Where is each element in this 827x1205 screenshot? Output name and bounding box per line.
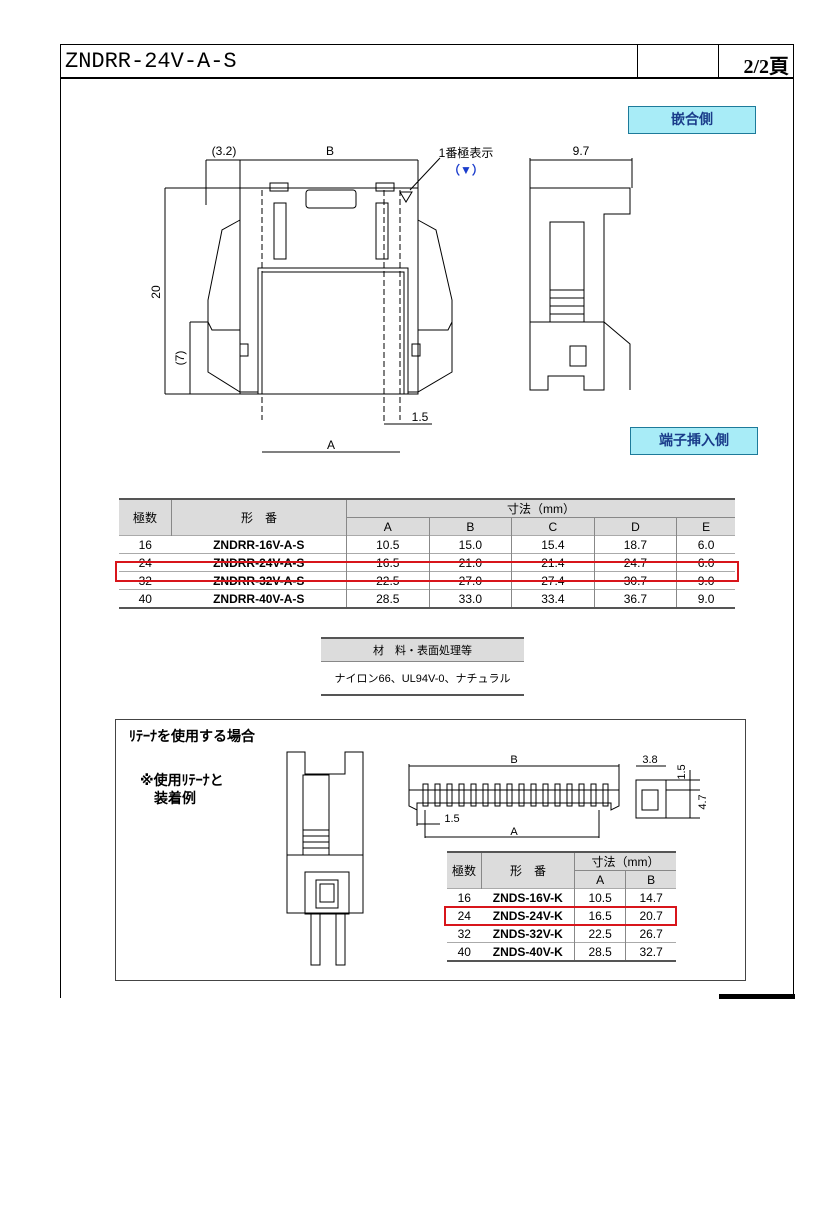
dim-b-label: B xyxy=(326,144,334,158)
model-cell: ZNDRR-40V-A-S xyxy=(171,589,347,608)
col-poles-header: 極数 xyxy=(119,499,172,536)
model-cell: ZNDS-32V-K xyxy=(481,924,575,943)
page-number: 2/2頁 xyxy=(743,56,789,78)
model-cell: ZNDRR-16V-A-S xyxy=(171,535,347,554)
dim-a-cell: 10.5 xyxy=(346,535,430,554)
poles-cell: 32 xyxy=(447,924,482,943)
retainer-col-model: 形 番 xyxy=(481,852,575,889)
retainer-dim-b: B xyxy=(510,754,517,766)
col-e-header: E xyxy=(676,517,735,536)
poles-cell: 16 xyxy=(447,888,482,907)
dim-e-cell: 6.0 xyxy=(676,535,735,554)
material-header: 材 料・表面処理等 xyxy=(321,637,524,662)
title-block: ZNDRR-24V-A-S 2/2頁 xyxy=(60,44,794,78)
footer-bar xyxy=(719,994,795,999)
dim-9-7-label: 9.7 xyxy=(573,144,590,158)
dim-d-cell: 36.7 xyxy=(593,589,677,608)
retainer-col-poles: 極数 xyxy=(447,852,482,889)
poles-cell: 40 xyxy=(447,942,482,961)
dim-1-5-label: 1.5 xyxy=(412,410,429,424)
dim-b-cell: 32.7 xyxy=(625,942,676,961)
dim-b-cell: 33.0 xyxy=(428,589,512,608)
dim-7-label: (7) xyxy=(173,351,187,366)
model-cell: ZNDS-40V-K xyxy=(481,942,575,961)
row-highlight-box xyxy=(115,561,739,582)
col-b-header: B xyxy=(428,517,512,536)
material-table: 材 料・表面処理等 ナイロン66、UL94V-0、ナチュラル xyxy=(321,637,524,696)
dim-b-cell: 14.7 xyxy=(625,888,676,907)
dim-20-label: 20 xyxy=(149,285,163,299)
dimension-table: 極数 形 番 寸法（mm） A B C D E 16 ZNDRR-16V-A-S… xyxy=(119,498,735,609)
retainer-dim-a: A xyxy=(510,826,518,838)
mating-side-label: 嵌合側 xyxy=(628,106,756,134)
retainer-row-highlight-box xyxy=(444,906,677,926)
col-a-header: A xyxy=(346,517,430,536)
col-d-header: D xyxy=(593,517,677,536)
col-model-header: 形 番 xyxy=(171,499,347,536)
table-row: 40 ZNDS-40V-K 28.5 32.7 xyxy=(447,942,676,961)
retainer-col-a: A xyxy=(573,870,626,889)
title-block-blank-cell xyxy=(637,45,718,77)
poles-cell: 40 xyxy=(119,589,172,608)
terminal-side-label: 端子挿入側 xyxy=(630,427,758,455)
part-number-title: ZNDRR-24V-A-S xyxy=(65,49,237,74)
poles-cell: 16 xyxy=(119,535,172,554)
retainer-title: ﾘﾃｰﾅを使用する場合 xyxy=(129,728,255,744)
dim-a-cell: 28.5 xyxy=(346,589,430,608)
title-block-page-cell xyxy=(718,45,795,77)
retainer-dim-1-5: 1.5 xyxy=(444,813,459,825)
page-frame xyxy=(60,44,794,998)
dim-a-cell: 22.5 xyxy=(573,924,626,943)
retainer-table: 極数 形 番 寸法（mm） A B 16 ZNDS-16V-K 10.5 14.… xyxy=(447,851,676,962)
table-row: 32 ZNDS-32V-K 22.5 26.7 xyxy=(447,924,676,943)
retainer-col-dims: 寸法（mm） xyxy=(574,852,676,871)
pin1-symbol-label: （▼） xyxy=(448,162,484,177)
retainer-drawing: B 3.8 1.5 4.7 1.5 A xyxy=(286,751,709,966)
material-value: ナイロン66、UL94V-0、ナチュラル xyxy=(321,661,524,696)
dim-b-cell: 26.7 xyxy=(625,924,676,943)
retainer-section xyxy=(115,719,746,981)
table-row: 40 ZNDRR-40V-A-S 28.5 33.0 33.4 36.7 9.0 xyxy=(119,589,735,608)
dim-b-cell: 15.0 xyxy=(428,535,512,554)
connector-drawing: (3.2) B 1番極表示 （▼） 9.7 20 (7) 1.5 A xyxy=(149,144,633,453)
dim-e-cell: 9.0 xyxy=(676,589,735,608)
table-row: 16 ZNDRR-16V-A-S 10.5 15.0 15.4 18.7 6.0 xyxy=(119,535,735,554)
dim-3-2-label: (3.2) xyxy=(212,144,237,158)
dim-c-cell: 15.4 xyxy=(511,535,595,554)
table-row: 16 ZNDS-16V-K 10.5 14.7 xyxy=(447,888,676,907)
col-c-header: C xyxy=(511,517,595,536)
retainer-note-line1: ※使用ﾘﾃｰﾅと xyxy=(140,772,224,788)
retainer-dim-4-7: 4.7 xyxy=(697,794,709,809)
pin1-mark-label: 1番極表示 xyxy=(439,145,494,160)
col-dims-header: 寸法（mm） xyxy=(346,499,735,518)
retainer-dim-1-5-vertical: 1.5 xyxy=(676,764,688,779)
model-cell: ZNDS-16V-K xyxy=(481,888,575,907)
dim-a-label: A xyxy=(327,438,335,452)
dim-a-cell: 28.5 xyxy=(573,942,626,961)
dim-a-cell: 16.5 xyxy=(573,906,626,925)
dim-d-cell: 18.7 xyxy=(593,535,677,554)
retainer-dim-3-8: 3.8 xyxy=(642,754,657,766)
dim-c-cell: 33.4 xyxy=(511,589,595,608)
retainer-col-b: B xyxy=(625,870,676,889)
retainer-note-line2: 装着例 xyxy=(154,790,196,806)
title-divider xyxy=(60,77,794,79)
dim-a-cell: 10.5 xyxy=(573,888,626,907)
